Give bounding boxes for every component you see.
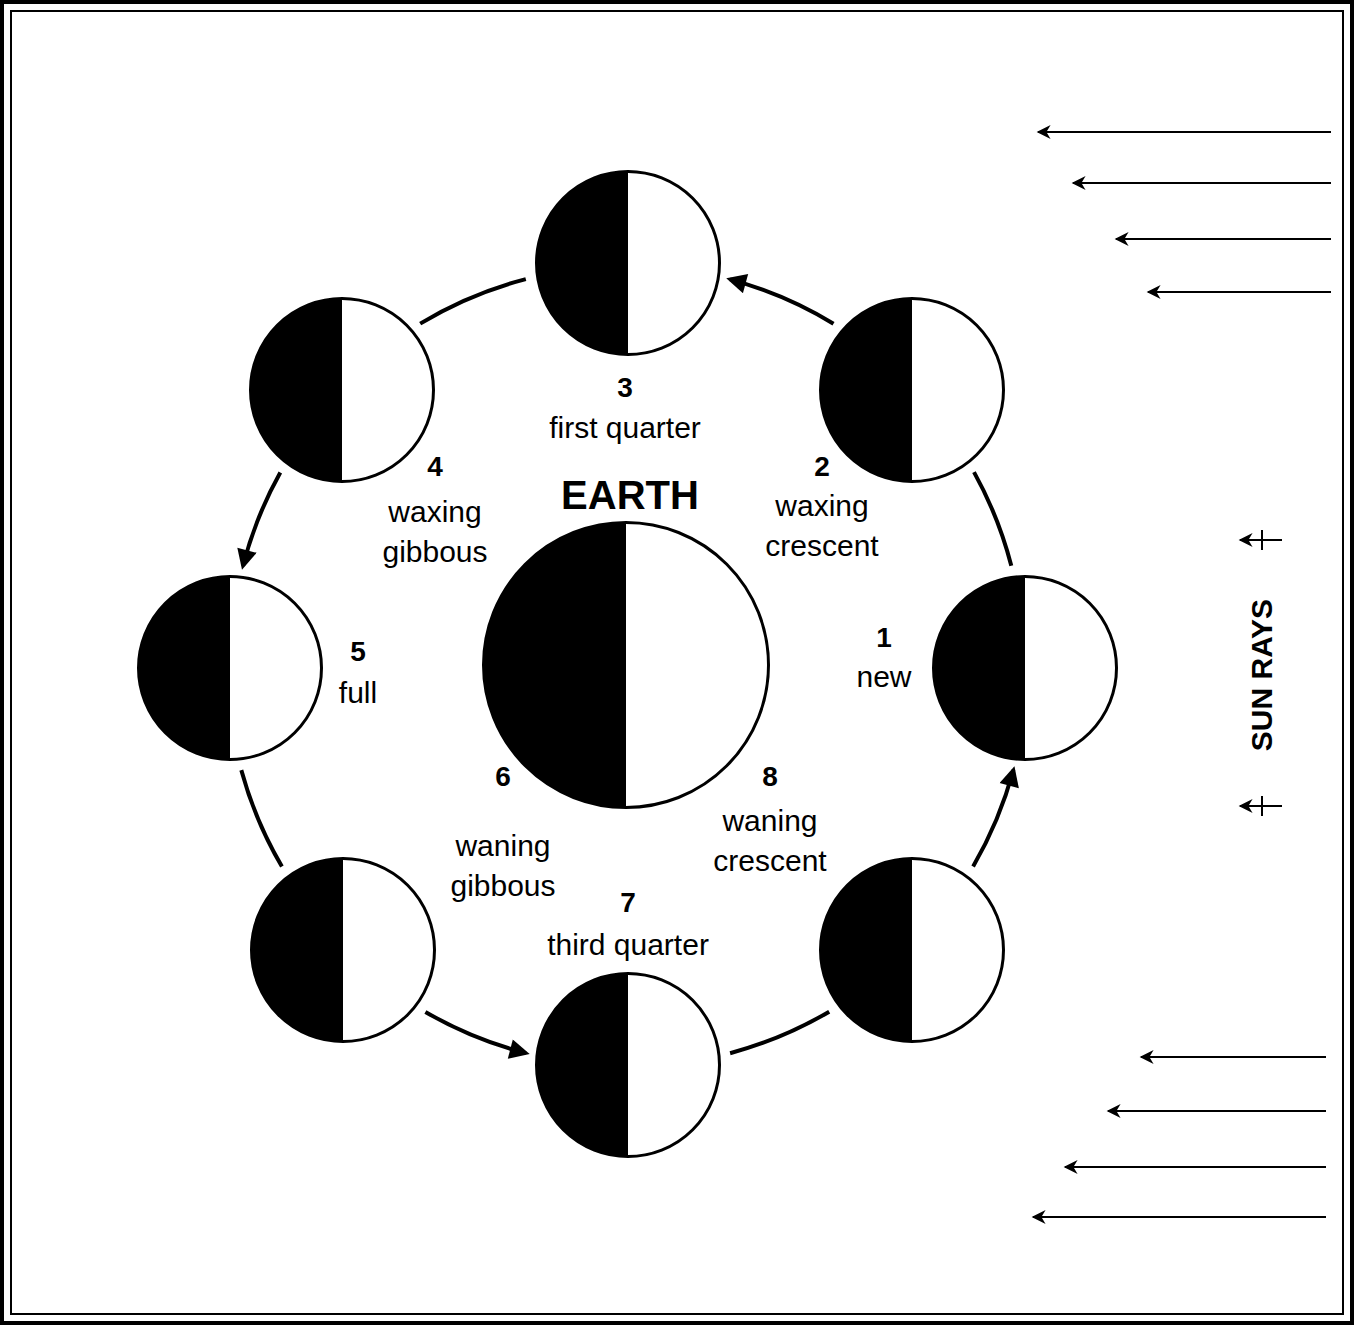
phase-name: waning crescent xyxy=(675,801,865,881)
phase-number: 5 xyxy=(350,632,366,672)
half-lit-sphere xyxy=(819,297,1005,483)
phase-number: 2 xyxy=(814,447,830,487)
earth-label: EARTH xyxy=(561,475,699,515)
orbit-arc xyxy=(973,770,1013,867)
orbit-arc xyxy=(241,770,282,867)
phase-number: 4 xyxy=(427,447,443,487)
moon-circle: 8waning crescent xyxy=(819,857,1005,1043)
orbit-arc xyxy=(420,279,526,324)
phase-name: waning gibbous xyxy=(418,826,588,906)
sun-rays-small-arrows xyxy=(1240,530,1282,816)
phase-name: first quarter xyxy=(549,408,701,448)
orbit-arc xyxy=(243,473,280,566)
moon-circle: 5full xyxy=(137,575,323,761)
phase-name: third quarter xyxy=(547,925,709,965)
half-lit-sphere xyxy=(250,857,436,1043)
half-lit-sphere xyxy=(535,170,721,356)
phase-name: waxing gibbous xyxy=(350,492,520,572)
orbit-arc xyxy=(730,1012,829,1053)
phase-number: 3 xyxy=(617,368,633,408)
half-lit-sphere xyxy=(535,972,721,1158)
phase-name: new xyxy=(856,657,911,697)
half-lit-sphere xyxy=(819,857,1005,1043)
phase-name: full xyxy=(339,673,377,713)
moon-circle: 7third quarter xyxy=(535,972,721,1158)
phase-number: 6 xyxy=(495,757,511,797)
half-lit-sphere xyxy=(137,575,323,761)
phase-number: 7 xyxy=(620,883,636,923)
inner-frame xyxy=(11,11,1343,1314)
sun-rays-label: SUN RAYS xyxy=(1245,599,1279,751)
sun-ray-arrows xyxy=(1033,132,1331,1217)
phase-name: waxing crescent xyxy=(737,486,907,566)
moon-circle: 4waxing gibbous xyxy=(249,297,435,483)
phase-number: 8 xyxy=(762,757,778,797)
half-lit-sphere xyxy=(249,297,435,483)
earth-circle: EARTH xyxy=(482,521,770,809)
moon-circle: 3first quarter xyxy=(535,170,721,356)
moon-circle: 1new xyxy=(932,575,1118,761)
moon-circle: 6waning gibbous xyxy=(250,857,436,1043)
orbit-arc xyxy=(974,472,1011,566)
orbit-arc xyxy=(425,1012,525,1053)
orbit-arc xyxy=(730,279,833,323)
phase-number: 1 xyxy=(876,618,892,658)
half-lit-sphere xyxy=(932,575,1118,761)
half-lit-sphere xyxy=(482,521,770,809)
moon-circle: 2waxing crescent xyxy=(819,297,1005,483)
